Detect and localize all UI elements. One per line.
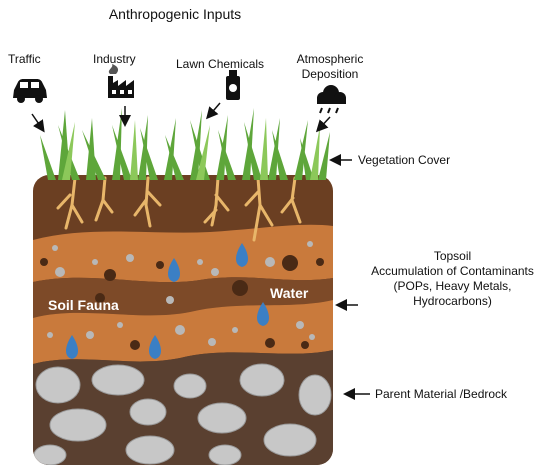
input-label-lawn-chemicals: Lawn Chemicals	[176, 57, 265, 71]
bedrock-rocks	[33, 363, 332, 465]
soil-block	[33, 175, 333, 465]
grass-blades	[40, 108, 330, 180]
grass-highlights	[62, 118, 320, 180]
label-topsoil-line3: Hydrocarbons)	[413, 294, 492, 308]
input-label-traffic: Traffic	[8, 52, 41, 66]
label-vegetation-cover: Vegetation Cover	[358, 153, 451, 167]
label-topsoil-line1: Accumulation of Contaminants	[371, 264, 534, 278]
input-arrows	[31, 102, 370, 400]
arrow-lawn-chemicals	[206, 102, 221, 120]
input-label-industry: Industry	[93, 52, 136, 66]
input-label-atmospheric-deposition: Atmospheric Deposition	[296, 52, 364, 81]
water-drops	[66, 243, 269, 359]
label-bedrock: Parent Material /Bedrock	[375, 387, 508, 401]
plant-roots	[56, 176, 302, 242]
soil-fauna-label: Soil Fauna	[48, 297, 119, 313]
dark-pebbles	[40, 255, 324, 350]
factory-icon	[108, 64, 134, 98]
arrow-traffic	[31, 113, 45, 133]
soil-orange-band-upper	[33, 224, 333, 283]
pebbles	[47, 241, 315, 346]
diagram-title: Anthropogenic Inputs	[108, 6, 242, 22]
rain-cloud-icon	[317, 85, 346, 114]
soil-brown-band	[33, 277, 333, 318]
car-icon	[13, 79, 47, 103]
label-topsoil-title: Topsoil	[433, 249, 472, 263]
spray-can-icon	[226, 70, 240, 100]
arrow-atmospheric	[315, 116, 331, 133]
label-topsoil: Topsoil Accumulation of Contaminants (PO…	[360, 249, 545, 309]
water-label: Water	[270, 285, 309, 301]
label-topsoil-line2: (POPs, Heavy Metals,	[393, 279, 512, 293]
